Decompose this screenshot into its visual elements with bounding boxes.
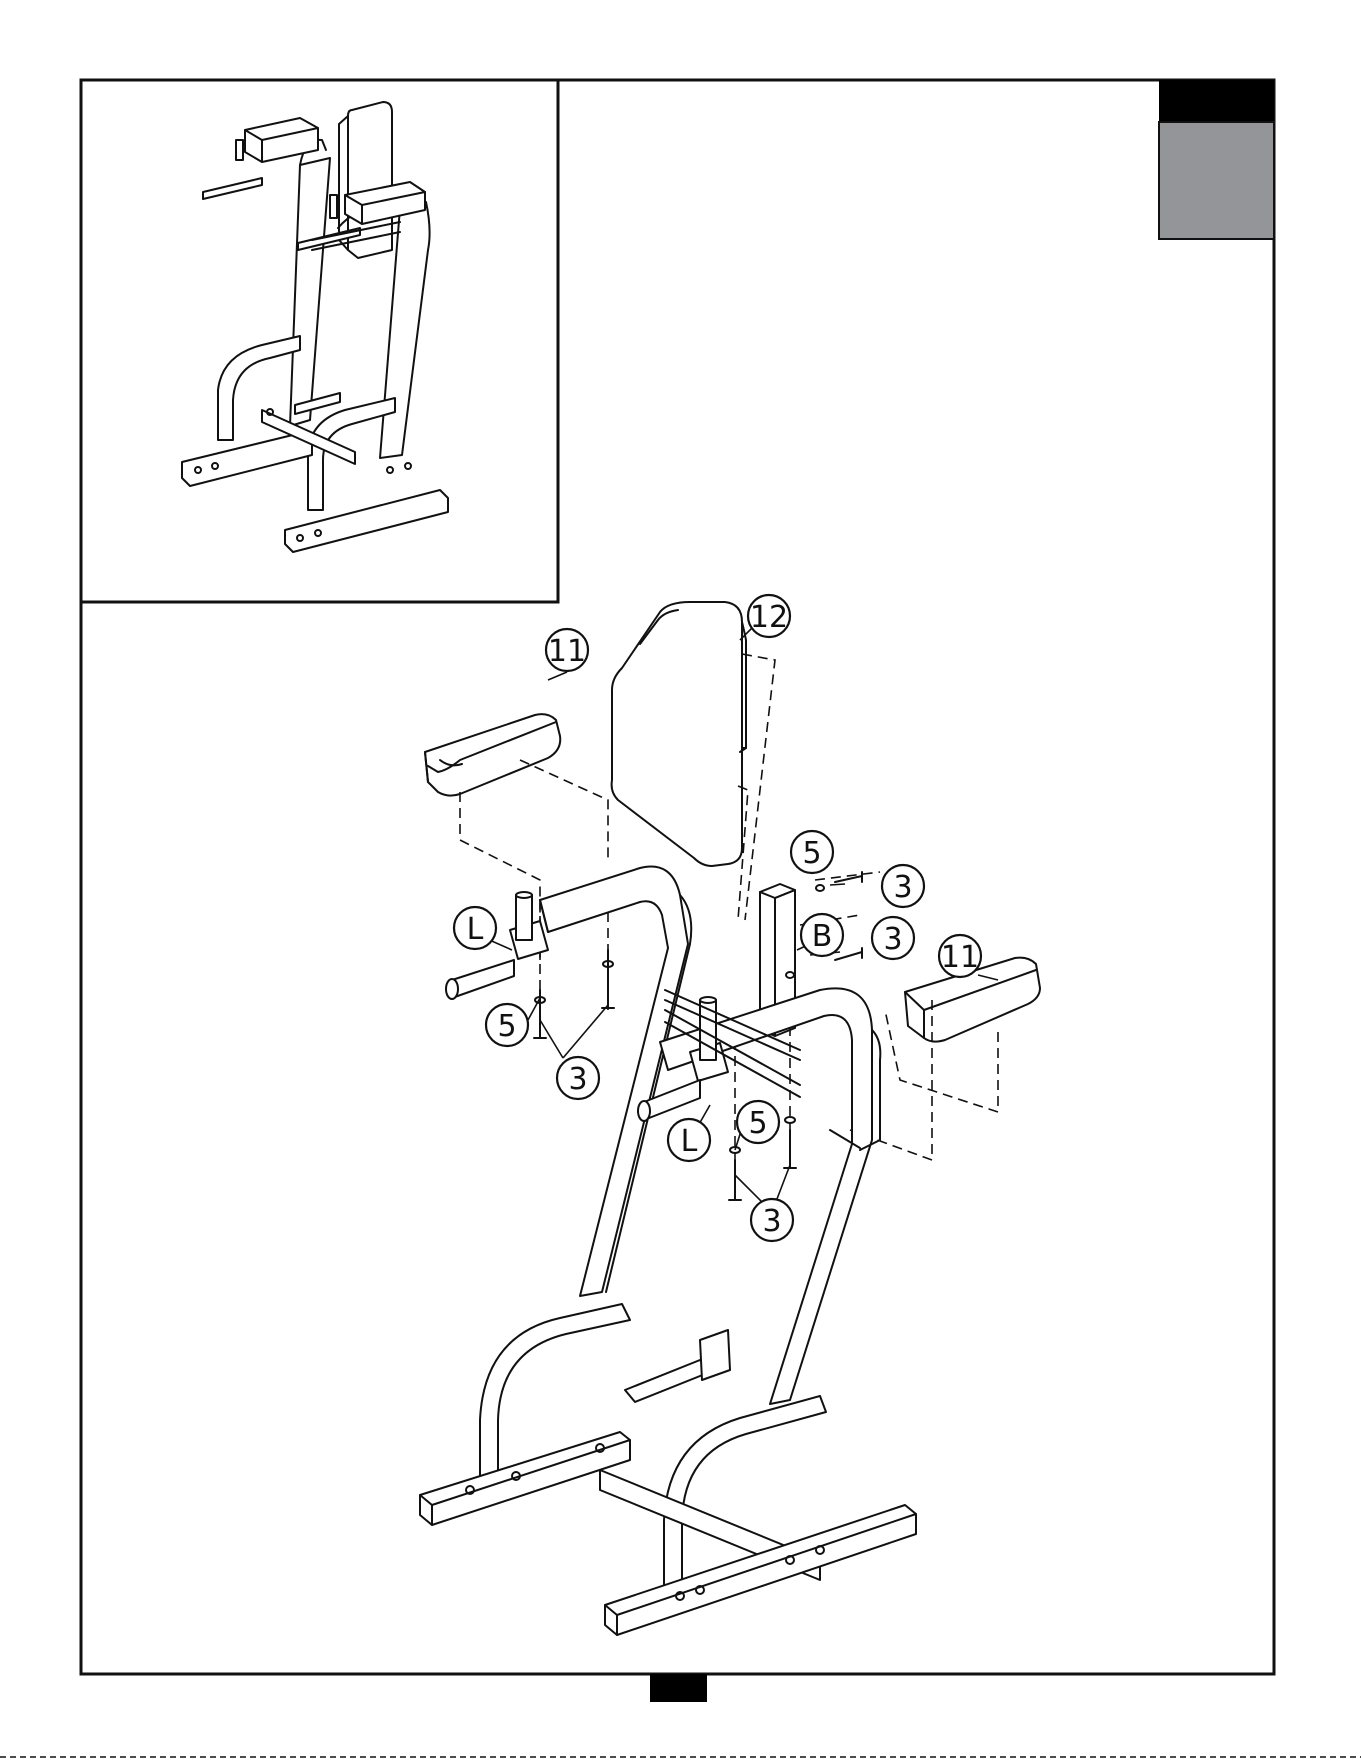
step-tab <box>1159 80 1274 239</box>
callout-3-top-a: 3 <box>882 865 924 907</box>
svg-text:3: 3 <box>883 922 902 957</box>
svg-text:11: 11 <box>941 940 979 975</box>
callout-12: 12 <box>748 595 790 637</box>
base-foot-left <box>420 1432 630 1525</box>
arm-pad-left <box>425 714 560 795</box>
callout-3-right: 3 <box>751 1199 793 1241</box>
svg-text:3: 3 <box>893 870 912 905</box>
callout-11-left: 11 <box>546 629 588 671</box>
page-frame <box>81 80 1274 1674</box>
step-tab-dark <box>1159 80 1274 122</box>
callout-11-right: 11 <box>939 935 981 977</box>
inset-assembled-view <box>182 102 448 552</box>
callout-5-top: 5 <box>791 831 833 873</box>
callout-5-right: 5 <box>737 1101 779 1143</box>
svg-text:5: 5 <box>802 836 821 871</box>
callout-5-left: 5 <box>486 1004 528 1046</box>
callout-3-top-b: 3 <box>872 917 914 959</box>
back-pad <box>612 602 746 866</box>
step-tab-gray <box>1159 122 1274 239</box>
svg-text:L: L <box>681 1124 698 1159</box>
svg-text:11: 11 <box>548 634 586 669</box>
svg-text:12: 12 <box>750 600 788 635</box>
page-number-badge <box>650 1674 707 1702</box>
svg-text:5: 5 <box>748 1106 767 1141</box>
callout-b: B <box>801 914 843 956</box>
svg-text:B: B <box>812 919 833 954</box>
callout-3-left: 3 <box>557 1057 599 1099</box>
callout-l-right: L <box>668 1119 710 1161</box>
svg-text:5: 5 <box>497 1009 516 1044</box>
handle-left <box>446 892 548 999</box>
exploded-view: 11 12 5 3 B 3 <box>420 595 1040 1635</box>
svg-text:3: 3 <box>762 1204 781 1239</box>
svg-text:3: 3 <box>568 1062 587 1097</box>
svg-text:L: L <box>467 912 484 947</box>
base-foot-right <box>605 1505 916 1635</box>
callout-l-left: L <box>454 907 496 949</box>
